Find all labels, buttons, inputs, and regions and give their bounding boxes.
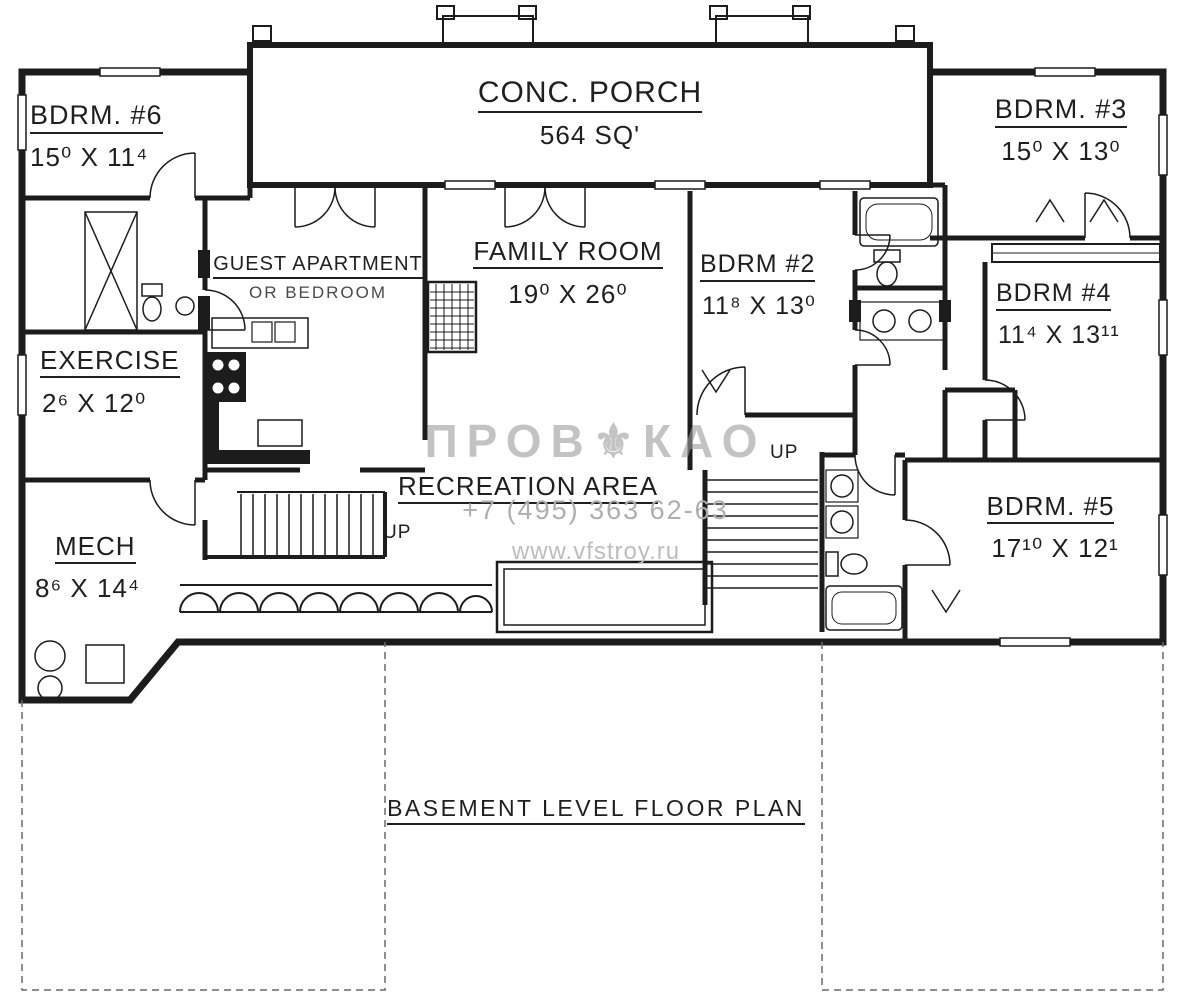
window-well (495, 560, 714, 634)
room-label-bdrm6: BDRM. #6 (30, 102, 163, 134)
stairs-right (707, 479, 818, 589)
room-label-recreation-area: RECREATION AREA (372, 473, 684, 504)
kitchen-fixtures (206, 317, 310, 464)
room-dims-bdrm5: 17¹⁰ X 12¹ (991, 533, 1119, 563)
room-dims-bdrm6: 15⁰ X 11⁴ (30, 142, 149, 172)
bathroom-bottomright-fixtures (825, 469, 903, 631)
room-dims-family-room: 19⁰ X 26⁰ (508, 279, 628, 309)
room-label-exercise: EXERCISE (40, 347, 180, 378)
room-label-bdrm3: BDRM. #3 (962, 96, 1160, 128)
closet-bdrm4 (991, 243, 1161, 263)
room-sublabel-guest-apartment: OR BEDROOM (248, 283, 388, 302)
exterior-walls (18, 68, 1167, 704)
plumbing-wall-blocks (198, 250, 951, 330)
room-dims-exercise: 2⁶ X 12⁰ (42, 388, 147, 418)
watermark-phone: +7 (495) 363 62-63 (462, 495, 729, 525)
watermark-site: www.vfstroy.ru (511, 538, 681, 565)
bathroom-topleft-fixtures (84, 211, 195, 331)
room-label-mech: MECH (55, 533, 136, 564)
room-dims-bdrm3: 15⁰ X 13⁰ (1001, 136, 1121, 166)
door-swing-marks (701, 198, 1119, 614)
porch-label: CONC. PORCH (430, 78, 750, 113)
stairs-up-label-right: UP (770, 442, 799, 463)
room-label-guest-apartment: GUEST APARTMENT (206, 254, 430, 279)
porch-area-label: 564 SQ' (539, 120, 641, 150)
porch-name: CONC. PORCH (477, 78, 703, 113)
room-label-bdrm2: BDRM #2 (700, 252, 816, 282)
foundation-dashed-outlines (21, 642, 1164, 991)
windows (16, 66, 1169, 648)
room-label-bdrm5: BDRM. #5 (958, 493, 1143, 524)
room-dims-bdrm4: 11⁴ X 13¹¹ (998, 321, 1120, 349)
fireplace (426, 280, 478, 354)
stairs-up-label-left: UP (383, 522, 412, 543)
room-label-bdrm4: BDRM #4 (996, 281, 1112, 311)
bathroom-topright-fixtures (859, 197, 946, 341)
mech-fixtures (34, 640, 125, 701)
stairs-left (240, 494, 374, 555)
plan-title: BASEMENT LEVEL FLOOR PLAN (378, 797, 814, 825)
room-label-family-room: FAMILY ROOM (452, 238, 684, 269)
room-dims-bdrm2: 11⁸ X 13⁰ (702, 292, 816, 320)
arched-openings (179, 584, 493, 613)
room-dims-mech: 8⁶ X 14⁴ (35, 573, 141, 603)
porch-outline (247, 5, 933, 188)
watermark-logo: ПРОВ⚜КАО (424, 415, 767, 467)
